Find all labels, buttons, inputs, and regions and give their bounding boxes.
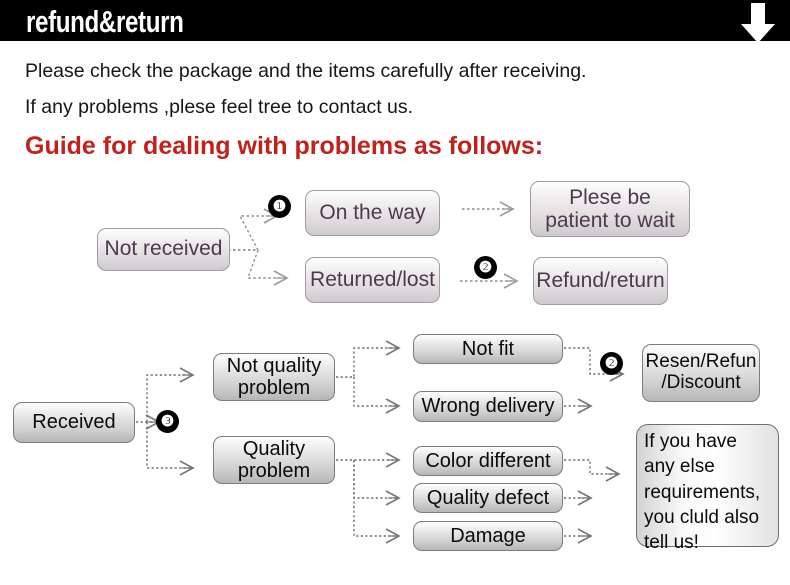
step-badge-2-lower: ❷ (600, 352, 623, 375)
box-not-fit[interactable]: Not fit (413, 334, 563, 364)
box-quality-defect[interactable]: Quality defect (413, 483, 563, 513)
down-arrow-icon (741, 3, 775, 43)
box-received[interactable]: Received (13, 402, 135, 443)
page-title: refund&return (26, 4, 184, 39)
box-on-the-way[interactable]: On the way (305, 190, 440, 236)
box-resend-refund-discount[interactable]: Resen/Refun /Discount (642, 344, 760, 402)
step-badge-2-upper: ❷ (474, 256, 497, 279)
box-quality-problem[interactable]: Quality problem (213, 436, 335, 484)
intro-line-1: Please check the package and the items c… (25, 60, 587, 82)
step-badge-3: ❸ (156, 410, 179, 433)
box-returned-lost[interactable]: Returned/lost (305, 257, 440, 303)
box-please-be-patient[interactable]: Plese be patient to wait (530, 181, 690, 237)
box-additional-requirements-note: If you have any else requirements, you c… (636, 424, 779, 553)
box-damage[interactable]: Damage (413, 521, 563, 551)
box-wrong-delivery[interactable]: Wrong delivery (413, 391, 563, 422)
guide-heading: Guide for dealing with problems as follo… (25, 132, 544, 160)
header-bar (0, 0, 790, 41)
box-refund-return[interactable]: Refund/return (533, 257, 668, 305)
intro-line-2: If any problems ,plese feel tree to cont… (25, 96, 414, 118)
step-badge-1: ❶ (268, 195, 291, 218)
box-not-received[interactable]: Not received (97, 228, 230, 271)
box-not-quality-problem[interactable]: Not quality problem (213, 353, 335, 401)
box-color-different[interactable]: Color different (413, 446, 563, 476)
